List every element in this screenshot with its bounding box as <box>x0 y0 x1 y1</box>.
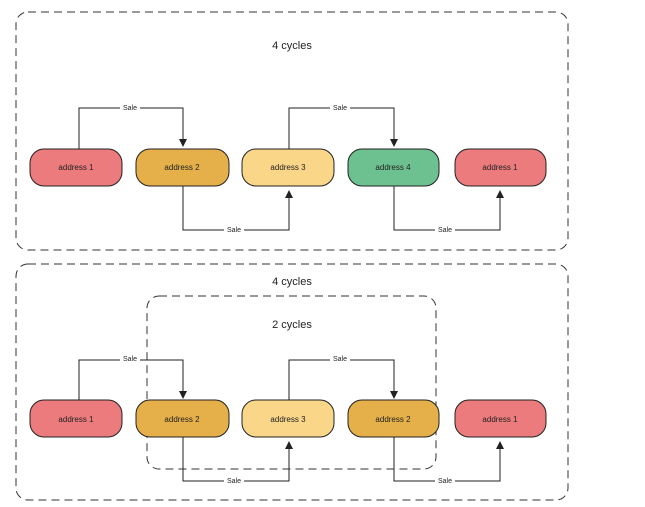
top-cycles-label: 4 cycles <box>272 40 312 52</box>
top-sale-label-1: Sale <box>123 105 137 112</box>
bottom-sale-arrow-4 <box>393 437 504 482</box>
bottom-sale-arrow-1 <box>78 359 187 400</box>
top-node-1-label: address 1 <box>58 163 94 172</box>
bottom-node-5-label: address 1 <box>482 415 518 424</box>
top-sale-label-2: Sale <box>227 227 241 234</box>
bottom-inner-cycles-label: 2 cycles <box>272 319 312 331</box>
top-node-1 <box>29 148 123 187</box>
bottom-node-4 <box>347 399 440 438</box>
top-sale-arrow-2 <box>182 186 293 231</box>
top-node-2 <box>135 148 230 187</box>
bottom-node-2-label: address 2 <box>164 415 200 424</box>
bottom-node-3-label: address 3 <box>270 415 306 424</box>
top-node-5 <box>454 148 547 187</box>
bottom-sale-arrow-3 <box>288 359 398 400</box>
bottom-sale-label-4: Sale <box>438 478 452 485</box>
top-node-3-label: address 3 <box>270 163 306 172</box>
bottom-node-2 <box>135 399 230 438</box>
bottom-sale-label-2: Sale <box>227 478 241 485</box>
top-node-2-label: address 2 <box>164 163 200 172</box>
top-node-4 <box>347 148 440 187</box>
top-sale-arrow-4 <box>393 186 504 231</box>
top-sale-arrow-1 <box>78 107 187 149</box>
bottom-node-1 <box>29 399 123 438</box>
top-node-5-label: address 1 <box>482 163 518 172</box>
top-node-3 <box>241 148 335 187</box>
bottom-sale-label-3: Sale <box>333 356 347 363</box>
bottom-sale-arrow-2 <box>182 437 293 482</box>
bottom-sale-label-1: Sale <box>123 356 137 363</box>
bottom-node-5 <box>454 399 547 438</box>
bottom-node-1-label: address 1 <box>58 415 94 424</box>
bottom-inner-cycle-frame <box>146 295 437 470</box>
bottom-node-4-label: address 2 <box>375 415 411 424</box>
top-sale-label-4: Sale <box>438 227 452 234</box>
top-sale-label-3: Sale <box>333 105 347 112</box>
top-cycle-frame <box>15 11 569 251</box>
bottom-outer-cycle-frame <box>15 263 569 501</box>
bottom-outer-cycles-label: 4 cycles <box>272 276 312 288</box>
top-sale-arrow-3 <box>288 107 398 149</box>
top-node-4-label: address 4 <box>375 163 411 172</box>
bottom-node-3 <box>241 399 335 438</box>
